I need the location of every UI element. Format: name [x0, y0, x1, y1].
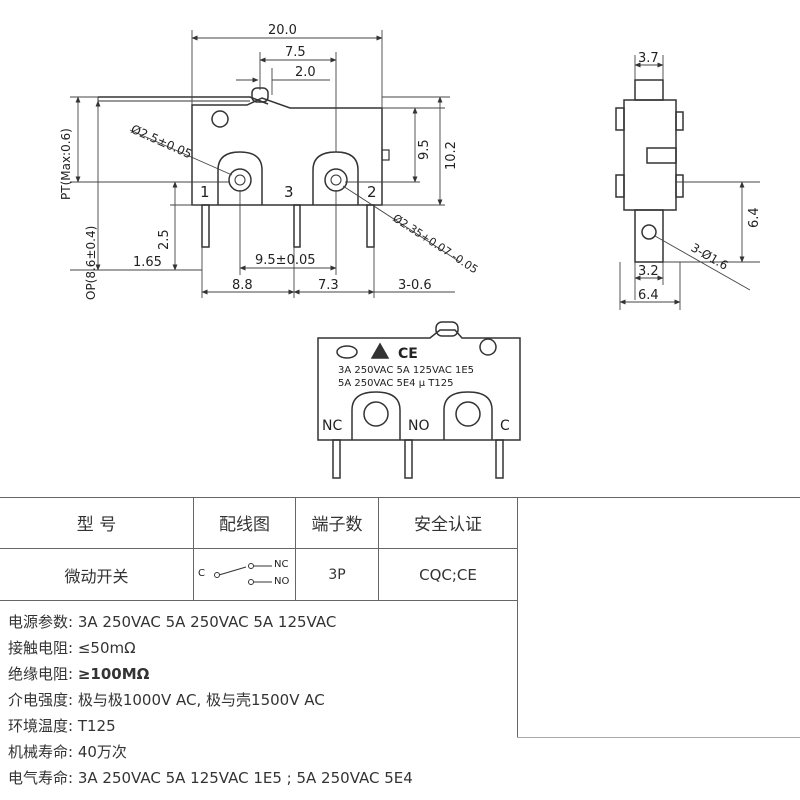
header-wiring: 配线图	[219, 515, 270, 535]
rating-line-2: 5A 250VAC 5E4 μ T125	[338, 378, 453, 389]
header-certification: 安全认证	[414, 515, 482, 535]
boss-left	[217, 151, 263, 205]
side-dim-6-4-vertical: 6.4	[747, 207, 762, 228]
dim-8-8: 8.8	[232, 278, 253, 293]
spec-mechanical-life: 机械寿命: 40万次	[8, 743, 127, 761]
side-dim-3-2: 3.2	[638, 264, 659, 279]
rating-line-1: 3A 250VAC 5A 125VAC 1E5	[338, 365, 474, 376]
side-dim-hole: 3-Ø1.6	[689, 240, 731, 272]
dim-hole-left: Ø2.5±0.05	[129, 122, 194, 161]
marking-actuator	[435, 321, 459, 337]
dim-7-5: 7.5	[285, 45, 306, 60]
dim-2-0: 2.0	[295, 65, 316, 80]
wiring-label-c: C	[198, 568, 205, 579]
label-nc: NC	[322, 418, 342, 434]
boss-right	[312, 151, 359, 205]
spec-table: 型 号 配线图 端子数 安全认证 微动开关 C NC NO 3P CQC;CE …	[0, 497, 800, 800]
mounting-hole-top	[211, 110, 229, 128]
dim-10-2: 10.2	[444, 141, 459, 170]
side-dim-6-4-bottom: 6.4	[638, 288, 659, 303]
header-terminals: 端子数	[311, 515, 363, 535]
dim-7-3: 7.3	[318, 278, 339, 293]
spec-temperature: 环境温度: T125	[8, 717, 116, 735]
wiring-label-no: NO	[274, 576, 290, 587]
dim-hole-right: Ø2.35+0.07 -0.05	[390, 212, 480, 277]
marking-housing	[317, 329, 521, 441]
header-model: 型 号	[76, 515, 117, 535]
cell-terminals: 3P	[328, 566, 346, 583]
pin-2	[366, 204, 375, 248]
label-no: NO	[408, 418, 430, 434]
cell-certification: CQC;CE	[419, 565, 477, 584]
pin-1	[201, 204, 210, 248]
side-view	[615, 79, 684, 263]
wiring-diagram: C NC NO	[194, 549, 295, 600]
spec-contact-resistance: 接触电阻: ≤50mΩ	[8, 639, 136, 657]
spec-power: 电源参数: 3A 250VAC 5A 250VAC 5A 125VAC	[8, 613, 337, 631]
dim-total-width: 20.0	[268, 23, 297, 38]
terminal-label-3: 3	[284, 183, 294, 201]
spec-insulation-resistance: 绝缘电阻: ≥100MΩ	[8, 665, 150, 683]
side-dimensions	[619, 55, 760, 310]
label-c: C	[500, 418, 510, 434]
terminal-label-2: 2	[367, 183, 377, 201]
front-dimensions	[70, 30, 461, 298]
side-dim-3-7: 3.7	[638, 51, 659, 66]
dim-1-65: 1.65	[133, 255, 162, 270]
hole-right	[324, 168, 348, 192]
front-view	[97, 87, 390, 248]
cert-mark: CE	[398, 346, 418, 362]
wiring-label-nc: NC	[274, 559, 289, 570]
terminal-label-1: 1	[200, 183, 210, 201]
side-pin	[634, 209, 664, 263]
technical-drawing: 20.0 7.5 2.0 9.5 10.2 Ø2.5±0.05 Ø2.35+0.…	[59, 23, 762, 479]
dim-op: OP(8.6±0.4)	[84, 226, 98, 300]
pin-3	[293, 204, 301, 248]
marking-hole-left	[363, 401, 389, 427]
spec-electrical-life: 电气寿命: 3A 250VAC 5A 125VAC 1E5 ; 5A 250VA…	[8, 769, 413, 787]
marking-view	[317, 321, 521, 479]
warning-triangle-icon	[370, 342, 390, 359]
dim-9-5: 9.5	[417, 139, 432, 160]
dim-pitch: 9.5±0.05	[255, 253, 316, 268]
cell-model: 微动开关	[64, 566, 129, 586]
dim-2-5: 2.5	[157, 229, 172, 250]
marking-hole-right	[455, 401, 481, 427]
spec-dielectric: 介电强度: 极与极1000V AC, 极与壳1500V AC	[8, 691, 325, 709]
dim-3-0-6: 3-0.6	[398, 278, 432, 293]
hole-left	[228, 168, 252, 192]
certification-logo-icon	[336, 345, 358, 359]
dim-pt: PT(Max:0.6)	[59, 128, 73, 200]
